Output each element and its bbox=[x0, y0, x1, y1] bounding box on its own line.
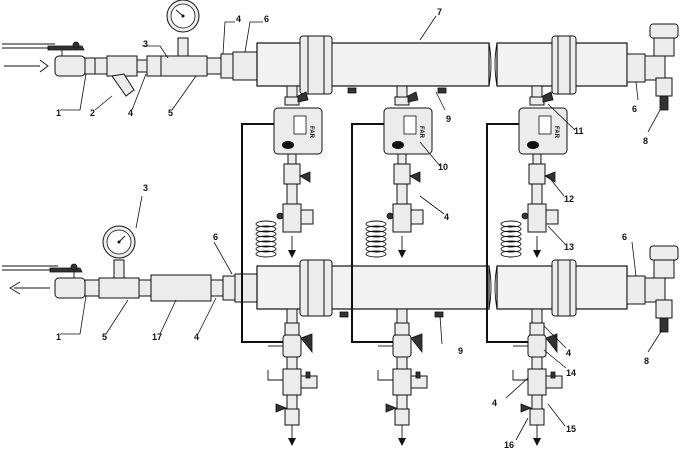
label-8: 8 bbox=[644, 356, 649, 366]
flow-meter: FAR bbox=[518, 107, 568, 155]
label-4: 4 bbox=[566, 348, 571, 358]
label-3: 3 bbox=[143, 39, 148, 49]
supply-manifold-pipe bbox=[256, 35, 628, 95]
supply-manometer-tee bbox=[160, 0, 208, 77]
leader-lines bbox=[60, 15, 663, 441]
label-6: 6 bbox=[622, 232, 627, 242]
return-ball-valve bbox=[49, 263, 100, 299]
label-4: 4 bbox=[128, 108, 133, 118]
flow-meter-brand: FAR bbox=[308, 126, 314, 139]
label-8: 8 bbox=[643, 136, 648, 146]
drain-arrow-icon bbox=[288, 250, 296, 258]
label-5: 5 bbox=[168, 108, 173, 118]
label-12: 12 bbox=[564, 194, 574, 204]
label-10: 10 bbox=[438, 162, 448, 172]
label-4: 4 bbox=[492, 398, 497, 408]
mounting-clips bbox=[339, 87, 447, 318]
drain-arrow-icon bbox=[288, 438, 296, 446]
branch-circuit: FAR bbox=[486, 85, 568, 446]
label-17: 17 bbox=[152, 332, 162, 342]
flow-meter-brand: FAR bbox=[418, 126, 424, 139]
supply-inlet-arrow-icon bbox=[4, 59, 49, 73]
flow-meter: FAR bbox=[383, 107, 433, 155]
label-6: 6 bbox=[213, 232, 218, 242]
label-14: 14 bbox=[566, 368, 576, 378]
return-manifold-pipe bbox=[256, 259, 628, 317]
flow-meter: FAR bbox=[273, 107, 323, 155]
label-9: 9 bbox=[458, 346, 463, 356]
drain-arrow-icon bbox=[533, 250, 541, 258]
supply-ball-valve bbox=[47, 41, 96, 77]
label-4: 4 bbox=[194, 332, 199, 342]
label-5: 5 bbox=[102, 332, 107, 342]
label-15: 15 bbox=[566, 424, 576, 434]
label-4: 4 bbox=[444, 212, 449, 222]
label-13: 13 bbox=[564, 242, 574, 252]
label-3: 3 bbox=[143, 183, 148, 193]
label-9: 9 bbox=[446, 114, 451, 124]
label-6: 6 bbox=[632, 104, 637, 114]
supply-filter bbox=[94, 55, 162, 97]
branch-circuit: FAR bbox=[241, 85, 323, 446]
supply-fittings bbox=[206, 51, 258, 81]
label-7: 7 bbox=[437, 7, 442, 17]
return-outlet-arrow-icon bbox=[9, 281, 50, 295]
supply-air-vent bbox=[649, 23, 679, 111]
label-11: 11 bbox=[574, 126, 584, 136]
label-16: 16 bbox=[504, 440, 514, 450]
drain-arrow-icon bbox=[398, 438, 406, 446]
callout-labels: 1 2 3 4 5 4 6 7 6 8 9 11 10 12 4 13 3 6 … bbox=[56, 7, 649, 450]
return-extension-pipe bbox=[138, 273, 258, 303]
label-2: 2 bbox=[90, 108, 95, 118]
return-end-fitting bbox=[626, 275, 666, 305]
supply-inlet-pipe bbox=[2, 43, 55, 49]
drain-arrow-icon bbox=[533, 438, 541, 446]
label-1: 1 bbox=[56, 108, 61, 118]
drain-arrow-icon bbox=[398, 250, 406, 258]
return-air-vent bbox=[649, 245, 679, 333]
branch-circuits: FAR FAR FAR bbox=[241, 85, 568, 446]
label-6: 6 bbox=[264, 14, 269, 24]
return-manometer-tee bbox=[98, 225, 140, 299]
label-1: 1 bbox=[56, 332, 61, 342]
flow-meter-brand: FAR bbox=[553, 126, 559, 139]
label-4: 4 bbox=[236, 14, 241, 24]
return-outlet-pipe bbox=[2, 265, 58, 271]
